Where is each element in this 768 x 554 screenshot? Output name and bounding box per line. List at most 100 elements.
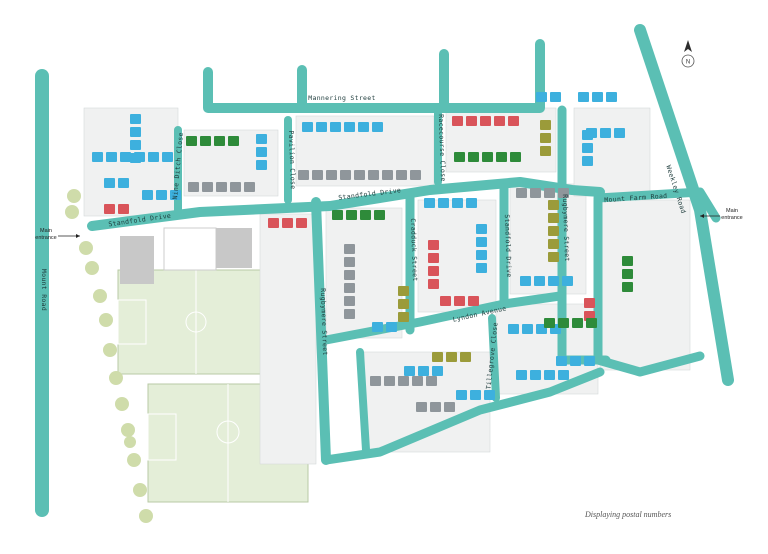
plot-marker xyxy=(326,170,337,180)
plot-marker xyxy=(142,190,153,200)
plot-marker xyxy=(200,136,211,146)
plot-marker xyxy=(398,376,409,386)
plot-marker xyxy=(476,224,487,234)
plot-marker xyxy=(460,352,471,362)
svg-text:entrance: entrance xyxy=(35,235,56,241)
plot-marker xyxy=(534,276,545,286)
plot-marker xyxy=(344,244,355,254)
plot-marker xyxy=(418,366,429,376)
plot-marker xyxy=(344,296,355,306)
plot-marker xyxy=(214,136,225,146)
plot-marker xyxy=(622,269,633,279)
plot-marker xyxy=(466,116,477,126)
svg-text:Main: Main xyxy=(726,208,738,214)
plot-marker xyxy=(548,252,559,262)
plot-marker xyxy=(186,136,197,146)
plot-marker xyxy=(370,376,381,386)
plot-marker xyxy=(130,127,141,137)
plot-marker xyxy=(404,366,415,376)
plot-marker xyxy=(162,152,173,162)
plot-marker xyxy=(520,276,531,286)
plot-marker xyxy=(452,198,463,208)
arrow-right-icon xyxy=(58,234,80,238)
plot-marker xyxy=(454,152,465,162)
plot-marker xyxy=(548,226,559,236)
plot-marker xyxy=(476,237,487,247)
plot-marker xyxy=(302,122,313,132)
plot-marker xyxy=(508,324,519,334)
plot-marker xyxy=(484,390,495,400)
plot-marker xyxy=(268,218,279,228)
plot-marker xyxy=(256,160,267,170)
plot-marker xyxy=(104,178,115,188)
plot-marker xyxy=(256,147,267,157)
arrow-left-icon xyxy=(700,214,720,218)
svg-text:Main: Main xyxy=(40,228,52,234)
plot-marker xyxy=(120,152,131,162)
plot-marker xyxy=(228,136,239,146)
plot-marker xyxy=(360,210,371,220)
plot-marker xyxy=(548,276,559,286)
plot-marker xyxy=(622,282,633,292)
plot-marker xyxy=(496,152,507,162)
plot-marker xyxy=(430,402,441,412)
main-entrance-east: Main entrance xyxy=(700,208,743,221)
plot-marker xyxy=(424,198,435,208)
plot-marker xyxy=(510,152,521,162)
plot-marker xyxy=(570,356,581,366)
plot-marker xyxy=(444,402,455,412)
plot-marker xyxy=(346,210,357,220)
plot-marker xyxy=(540,146,551,156)
plot-marker xyxy=(548,200,559,210)
plot-marker xyxy=(440,296,451,306)
plot-marker xyxy=(468,296,479,306)
plot-marker xyxy=(522,324,533,334)
plot-marker xyxy=(118,204,129,214)
plot-marker xyxy=(316,122,327,132)
plot-marker xyxy=(476,263,487,273)
plot-marker xyxy=(398,286,409,296)
plot-marker xyxy=(428,253,439,263)
road-label-rugbymere-street-west: Rugbymere Street xyxy=(319,288,329,356)
plot-marker xyxy=(476,250,487,260)
plot-marker xyxy=(92,152,103,162)
plot-marker xyxy=(516,188,527,198)
plot-marker xyxy=(372,122,383,132)
plot-marker xyxy=(382,170,393,180)
plot-marker xyxy=(104,204,115,214)
plot-marker xyxy=(344,257,355,267)
plot-marker xyxy=(544,188,555,198)
plot-marker xyxy=(586,128,597,138)
plot-marker xyxy=(412,376,423,386)
plot-marker xyxy=(606,92,617,102)
road-network xyxy=(35,24,734,517)
plot-marker xyxy=(582,143,593,153)
plot-marker xyxy=(230,182,241,192)
svg-text:N: N xyxy=(686,60,690,66)
plot-marker xyxy=(398,299,409,309)
plot-marker xyxy=(396,170,407,180)
plot-marker xyxy=(244,182,255,192)
north-arrow-icon: N xyxy=(681,40,695,68)
plot-marker xyxy=(536,92,547,102)
plot-marker xyxy=(344,283,355,293)
plot-marker xyxy=(468,152,479,162)
plot-marker xyxy=(572,318,583,328)
plot-marker xyxy=(188,182,199,192)
plot-marker xyxy=(562,276,573,286)
road-label-pavilion-close: Pavilion Close xyxy=(287,130,297,189)
plot-marker xyxy=(540,120,551,130)
plot-marker xyxy=(516,370,527,380)
plot-marker xyxy=(256,134,267,144)
plot-marker xyxy=(494,116,505,126)
plot-marker xyxy=(428,279,439,289)
plot-marker xyxy=(344,270,355,280)
sports-courts xyxy=(120,227,252,284)
plot-marker xyxy=(368,170,379,180)
plot-marker xyxy=(584,298,595,308)
plot-marker xyxy=(298,170,309,180)
plot-markers xyxy=(92,92,633,412)
plot-marker xyxy=(622,256,633,266)
plot-marker xyxy=(446,352,457,362)
